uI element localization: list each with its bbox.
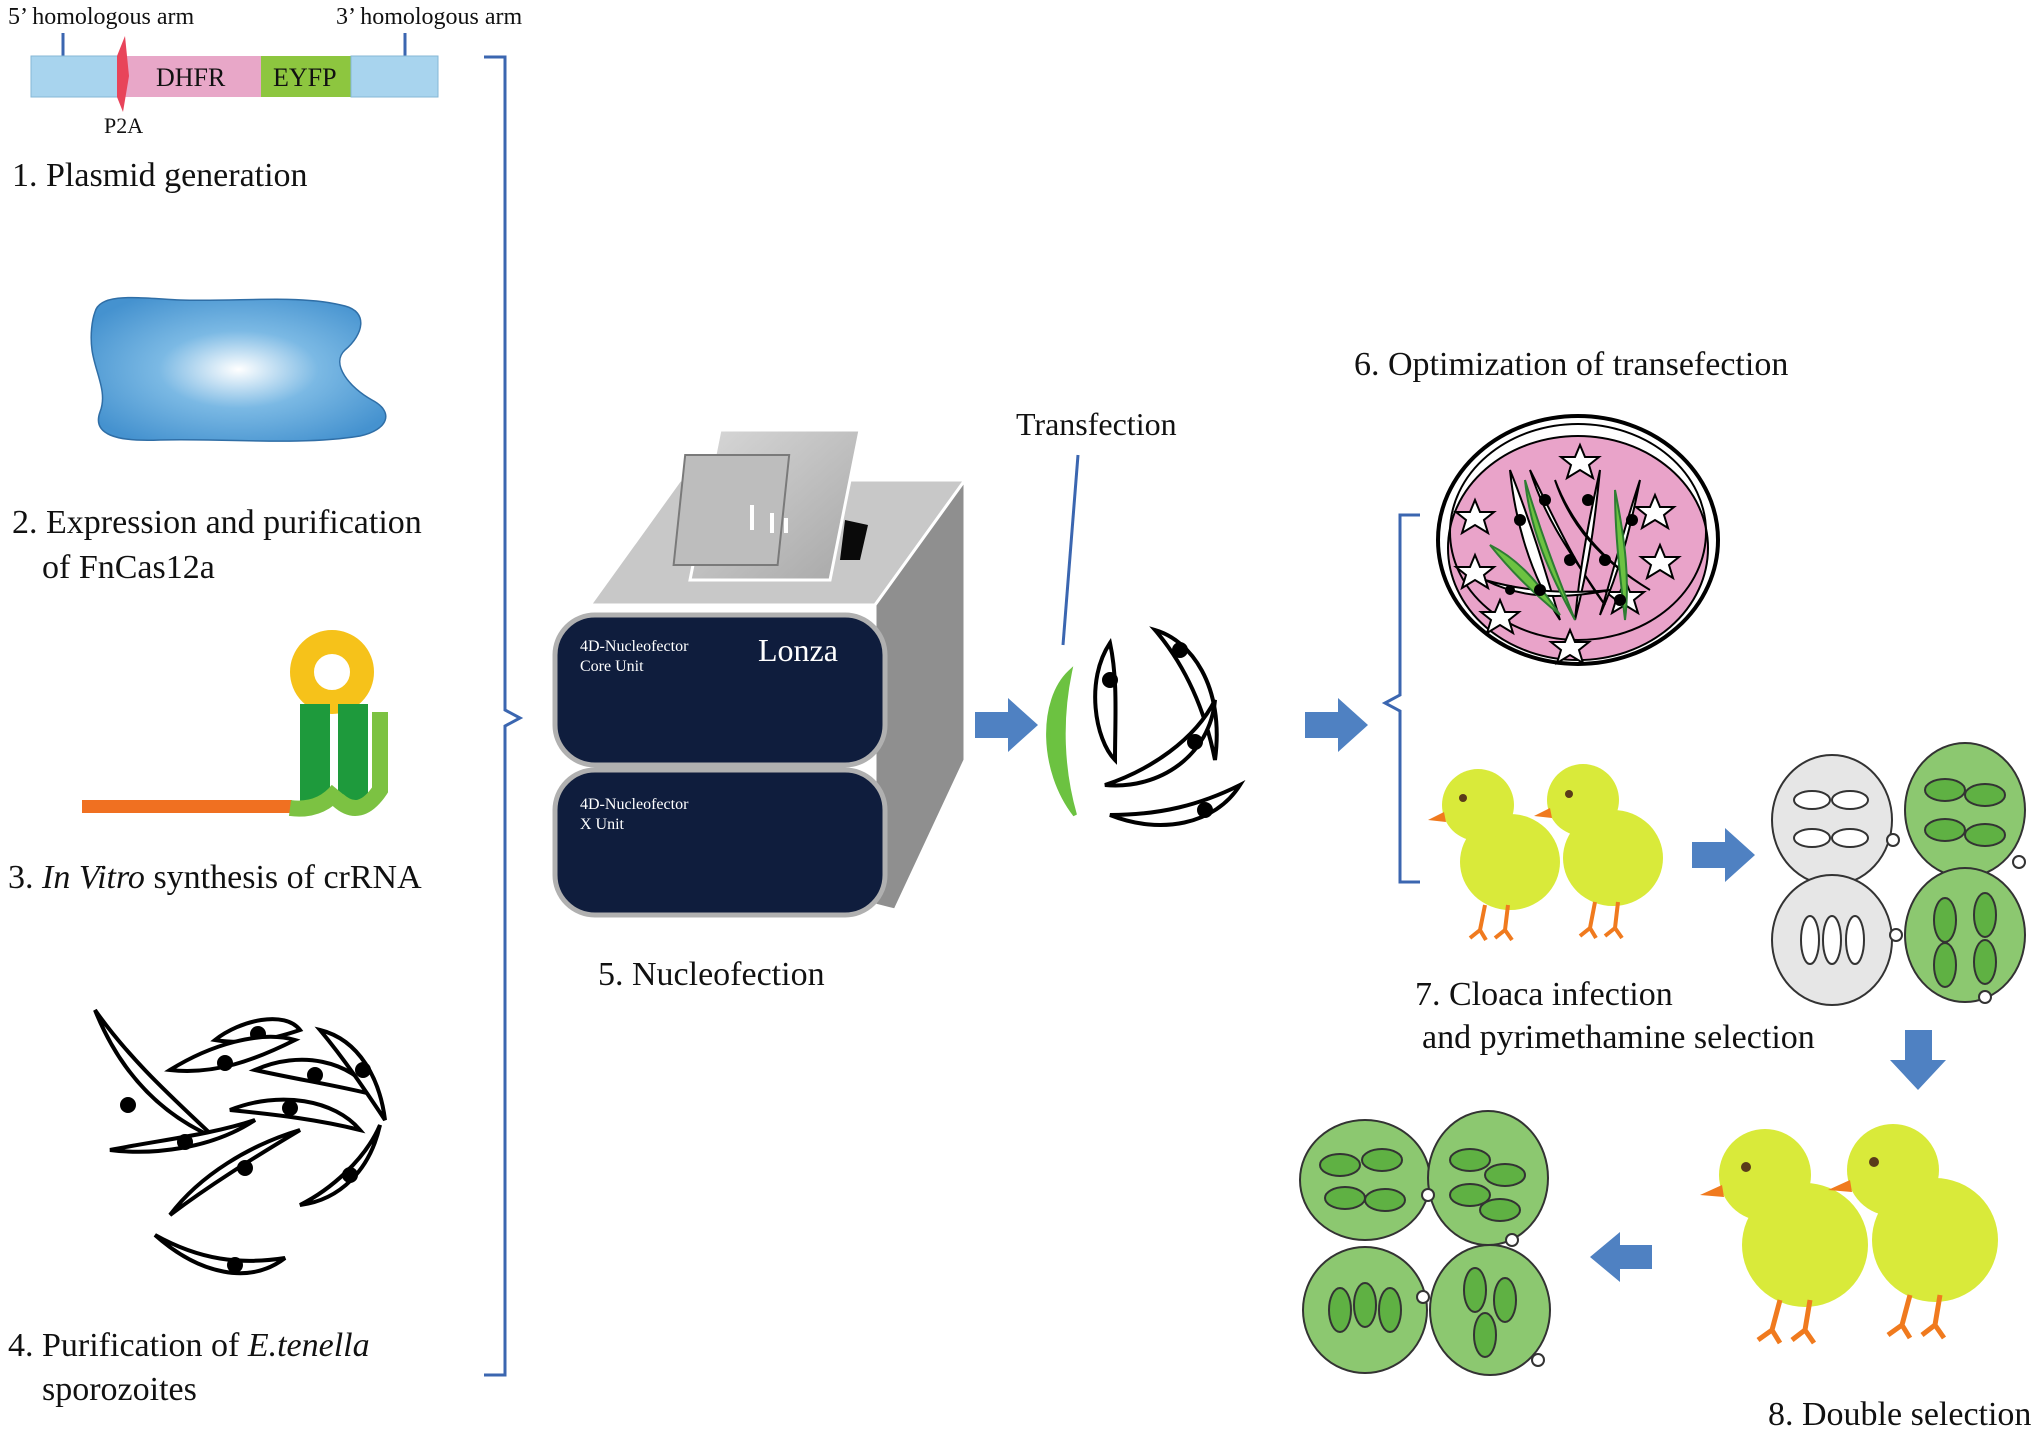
- sporozoites-cluster: [93, 1008, 387, 1276]
- arm5-label: 5’ homologous arm: [8, 4, 195, 30]
- transfected-sporozoites: [1046, 626, 1246, 827]
- plasmid-construct: [30, 33, 439, 112]
- chick-icon: [1534, 764, 1663, 940]
- step-7-label-line2: and pyrimethamine selection: [1422, 1019, 1815, 1056]
- step-7-label-line1: 7. Cloaca infection: [1415, 976, 1673, 1013]
- dhfr-label: DHFR: [156, 63, 226, 92]
- dhfr-block: [121, 56, 261, 97]
- arrow-chicks-to-oocysts: [1692, 828, 1755, 882]
- oocysts-green: [1299, 1110, 1551, 1376]
- fncas12a-protein-icon: [90, 296, 387, 442]
- step-4-text: 4. Purification of: [8, 1327, 248, 1364]
- x-unit-label-line1: 4D-Nucleofector: [580, 796, 689, 813]
- eyfp-label: EYFP: [273, 63, 337, 92]
- arrow-device-to-cell: [975, 698, 1038, 752]
- transfection-pointer: [1061, 454, 1080, 646]
- homology-arm-3: [350, 55, 439, 98]
- step-3-number: 3.: [8, 859, 42, 896]
- step-6-label: 6. Optimization of transefection: [1354, 346, 1789, 383]
- steps-bracket: [484, 55, 524, 1377]
- arrow-to-final-oocysts: [1590, 1232, 1652, 1282]
- cell-culture-dish: [1436, 414, 1720, 666]
- step-4-species: E.tenella: [247, 1327, 370, 1364]
- step-2-label-line1: 2. Expression and purification: [12, 504, 422, 541]
- chick-icon: [1828, 1124, 1998, 1340]
- nucleofector-device: [552, 428, 968, 918]
- step-5-label: 5. Nucleofection: [598, 956, 825, 993]
- x-unit-label-line2: X Unit: [580, 816, 624, 833]
- arrow-oocysts-down: [1890, 1030, 1946, 1090]
- chick-icon: [1700, 1129, 1868, 1345]
- chicks-infection: [1428, 764, 1663, 942]
- step-1-label: 1. Plasmid generation: [12, 157, 308, 194]
- chick-icon: [1428, 769, 1560, 942]
- x-unit: [552, 767, 888, 918]
- step-4-label-line1: 4. Purification of E.tenella: [8, 1326, 370, 1365]
- crrna-structure: [82, 630, 388, 817]
- step-3-text: synthesis of crRNA: [144, 859, 422, 896]
- step-8-label: 8. Double selection: [1768, 1396, 2032, 1433]
- step-3-label: 3. In Vitro synthesis of crRNA: [8, 858, 422, 897]
- core-unit-label-line1: 4D-Nucleofector: [580, 638, 689, 655]
- eyfp-block: [261, 56, 351, 97]
- step-2-label-line2: of FnCas12a: [42, 549, 215, 586]
- step-3-emphasis: In Vitro: [42, 859, 145, 896]
- oocysts-mixed: [1771, 742, 2026, 1006]
- arrow-cell-to-options: [1305, 698, 1368, 752]
- core-unit: [552, 612, 888, 768]
- p2a-label: P2A: [104, 113, 144, 138]
- homology-arm-5: [30, 55, 122, 98]
- chicks-double-selection: [1700, 1124, 1998, 1345]
- arm3-label: 3’ homologous arm: [336, 4, 523, 30]
- lonza-brand: Lonza: [758, 632, 838, 668]
- transfection-label: Transfection: [1016, 406, 1177, 442]
- step-4-label-line2: sporozoites: [42, 1371, 197, 1408]
- options-bracket: [1381, 513, 1420, 884]
- p2a-marker: [117, 36, 129, 112]
- core-unit-label-line2: Core Unit: [580, 658, 644, 675]
